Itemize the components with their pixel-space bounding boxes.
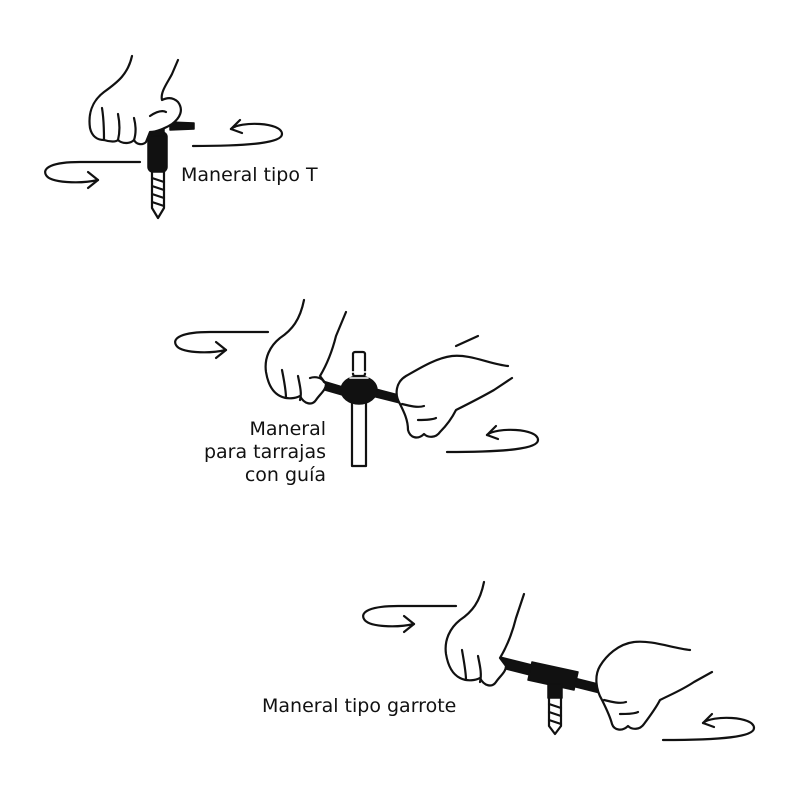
label-maneral-tipo-garrote: Maneral tipo garrote: [262, 695, 457, 717]
rotation-arrow-icon: [191, 118, 284, 148]
label-maneral-tipo-t: Maneral tipo T: [181, 164, 318, 186]
rotation-arrow-icon: [362, 604, 458, 634]
rotation-arrow-icon: [661, 712, 756, 742]
guide-rod: [350, 350, 368, 468]
hand-icon: [264, 298, 348, 405]
tap-bit-icon: [547, 694, 563, 736]
bar-tap-wrench-icon: [485, 653, 607, 699]
t-handle-group: [44, 54, 284, 220]
rotation-arrow-icon: [174, 330, 270, 360]
bar-wrench-group: [362, 580, 756, 742]
hand-icon: [88, 54, 182, 146]
label-line-1: Maneral: [249, 418, 326, 440]
hand-icon: [395, 334, 514, 439]
hand-icon: [444, 580, 526, 687]
tap-bit-icon: [150, 168, 166, 220]
rotation-arrow-icon: [44, 160, 142, 190]
label-maneral-tarrajas: Maneral para tarrajas con guía: [204, 418, 326, 487]
die-stock-group: [174, 298, 540, 468]
hand-icon: [595, 640, 714, 731]
label-line-2: para tarrajas: [203, 441, 326, 463]
label-line-3: con guía: [244, 464, 326, 486]
rotation-arrow-icon: [445, 424, 540, 454]
